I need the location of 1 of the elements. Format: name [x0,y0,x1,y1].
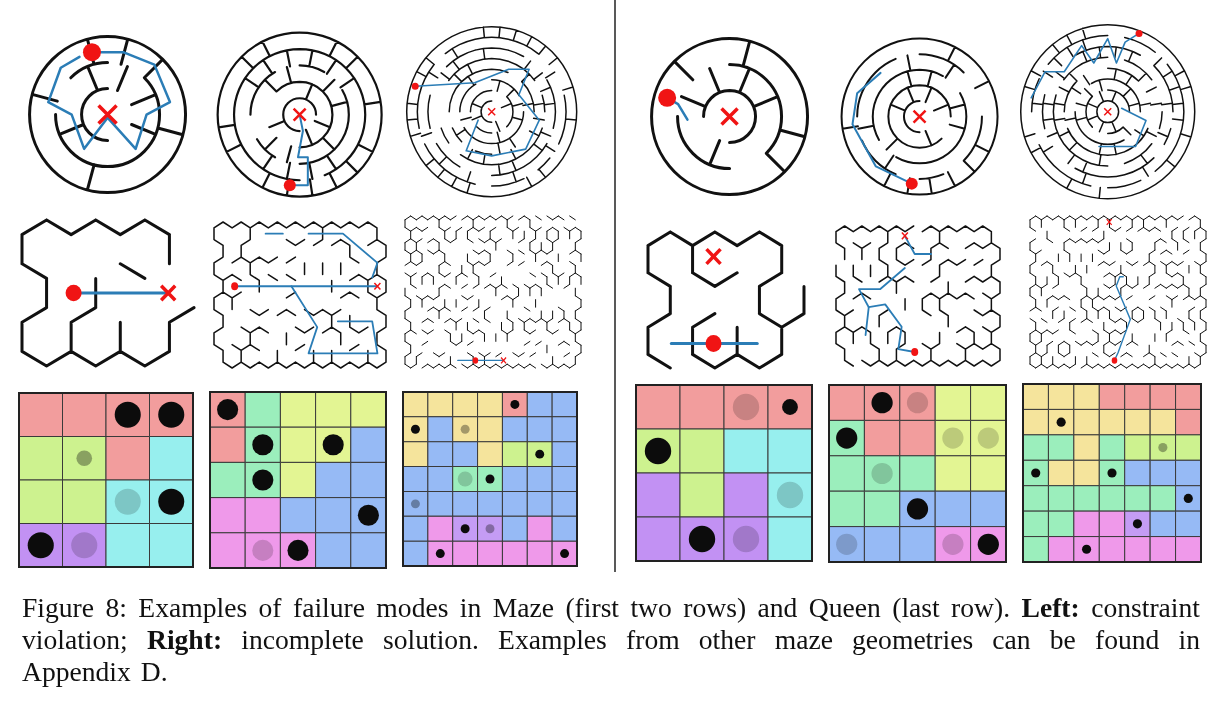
figure-caption: Figure 8: Examples of failure modes in Maze (first two rows) and Queen (last row). Left: constraint violation; Right: incomplete solution. Examples from other maze geometries can be found in Appendix D. [22,592,1200,688]
